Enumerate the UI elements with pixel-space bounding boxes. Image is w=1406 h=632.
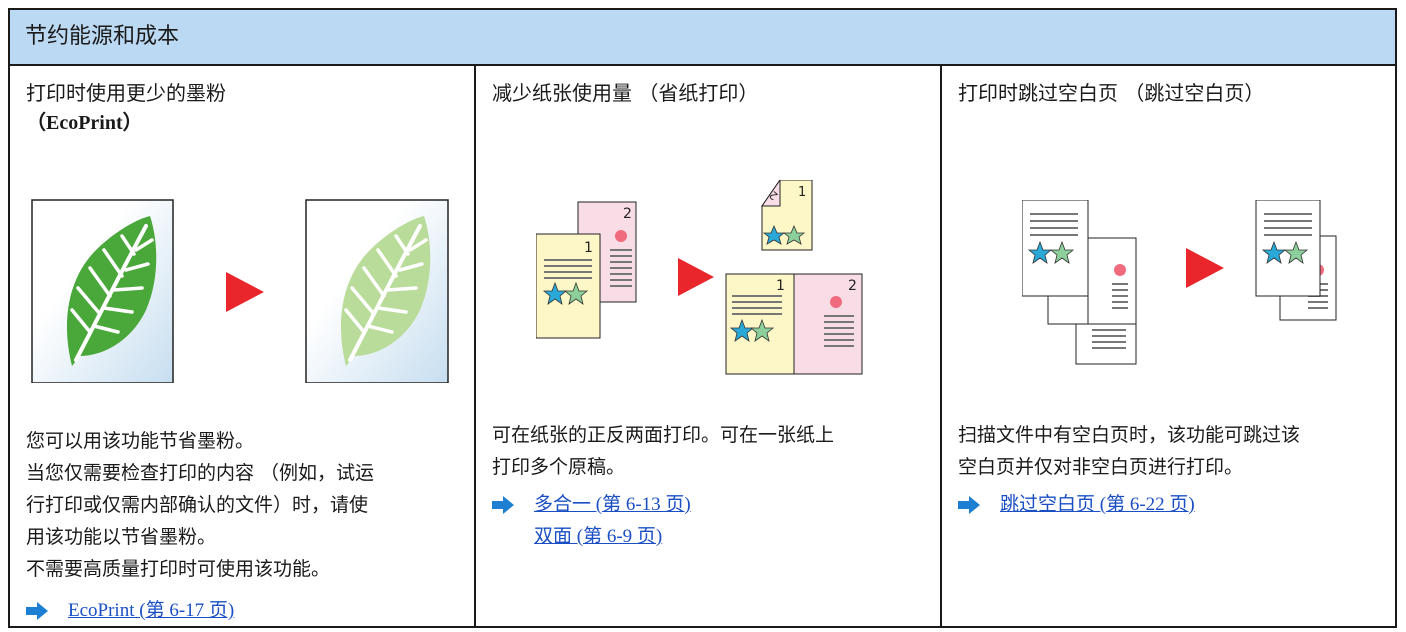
description-line: 打印多个原稿。 bbox=[492, 456, 626, 478]
svg-text:2: 2 bbox=[623, 206, 632, 222]
svg-text:2: 2 bbox=[848, 278, 857, 294]
reference-row: EcoPrint (第 6-17 页) bbox=[26, 596, 426, 626]
play-arrow-red-icon bbox=[226, 272, 264, 312]
column-skip-blank: 打印时跳过空白页 （跳过空白页） bbox=[942, 66, 1395, 626]
ecoprint-link[interactable]: EcoPrint (第 6-17 页) bbox=[68, 600, 235, 621]
paper-saving-illustration: 2 1 1 2 1 bbox=[536, 180, 863, 375]
section-header: 节约能源和成本 bbox=[10, 10, 1395, 66]
svg-text:1: 1 bbox=[584, 240, 593, 256]
page-ecoprint-icon bbox=[305, 199, 449, 383]
ecoprint-illustration bbox=[31, 199, 449, 383]
page-stack-icon: 2 1 bbox=[536, 201, 637, 339]
reference-row: 跳过空白页 (第 6-22 页) bbox=[958, 490, 1358, 520]
column-subtitle: （EcoPrint） bbox=[26, 112, 143, 134]
duplex-page-icon: 1 2 bbox=[761, 180, 813, 251]
column-ecoprint: 打印时使用更少的墨粉 （EcoPrint） bbox=[10, 66, 476, 626]
arrow-right-icon bbox=[26, 602, 48, 620]
two-in-one-page-icon: 1 2 bbox=[725, 273, 863, 375]
page-frame: 节约能源和成本 打印时使用更少的墨粉 （EcoPrint） bbox=[8, 8, 1397, 628]
page-normal-icon bbox=[31, 199, 174, 383]
section-title: 节约能源和成本 bbox=[25, 24, 180, 49]
duplex-link[interactable]: 双面 (第 6-9 页) bbox=[534, 526, 663, 547]
reference-row: 多合一 (第 6-13 页) 双面 (第 6-9 页) bbox=[492, 490, 892, 554]
skip-blank-link[interactable]: 跳过空白页 (第 6-22 页) bbox=[1000, 494, 1195, 515]
n-up-link[interactable]: 多合一 (第 6-13 页) bbox=[534, 494, 691, 515]
svg-text:1: 1 bbox=[798, 185, 806, 200]
play-arrow-red-icon bbox=[1186, 248, 1224, 288]
description-line: 当您仅需要检查打印的内容 （例如，试运 bbox=[26, 462, 375, 484]
description-line: 您可以用该功能节省墨粉。 bbox=[26, 430, 255, 452]
play-arrow-red-icon bbox=[678, 258, 714, 296]
arrow-right-icon bbox=[958, 496, 980, 514]
svg-text:1: 1 bbox=[776, 278, 785, 294]
description-line: 用该功能以节省墨粉。 bbox=[26, 526, 217, 548]
column-title: 打印时使用更少的墨粉 bbox=[26, 81, 226, 105]
skipped-output-icon bbox=[1255, 200, 1337, 321]
description-line: 可在纸张的正反两面打印。可在一张纸上 bbox=[492, 424, 835, 446]
page-stack-icon bbox=[1022, 200, 1137, 365]
column-paper-saving: 减少纸张使用量 （省纸打印） 2 1 1 2 bbox=[476, 66, 942, 626]
skip-blank-illustration bbox=[1022, 200, 1337, 365]
description-line: 扫描文件中有空白页时，该功能可跳过该 bbox=[958, 424, 1301, 446]
column-title: 打印时跳过空白页 （跳过空白页） bbox=[958, 81, 1265, 105]
description-line: 行打印或仅需内部确认的文件）时，请使 bbox=[26, 494, 369, 516]
description-line: 不需要高质量打印时可使用该功能。 bbox=[26, 558, 331, 580]
arrow-right-icon bbox=[492, 496, 514, 514]
description-line: 空白页并仅对非空白页进行打印。 bbox=[958, 456, 1244, 478]
column-title: 减少纸张使用量 （省纸打印） bbox=[492, 81, 759, 105]
